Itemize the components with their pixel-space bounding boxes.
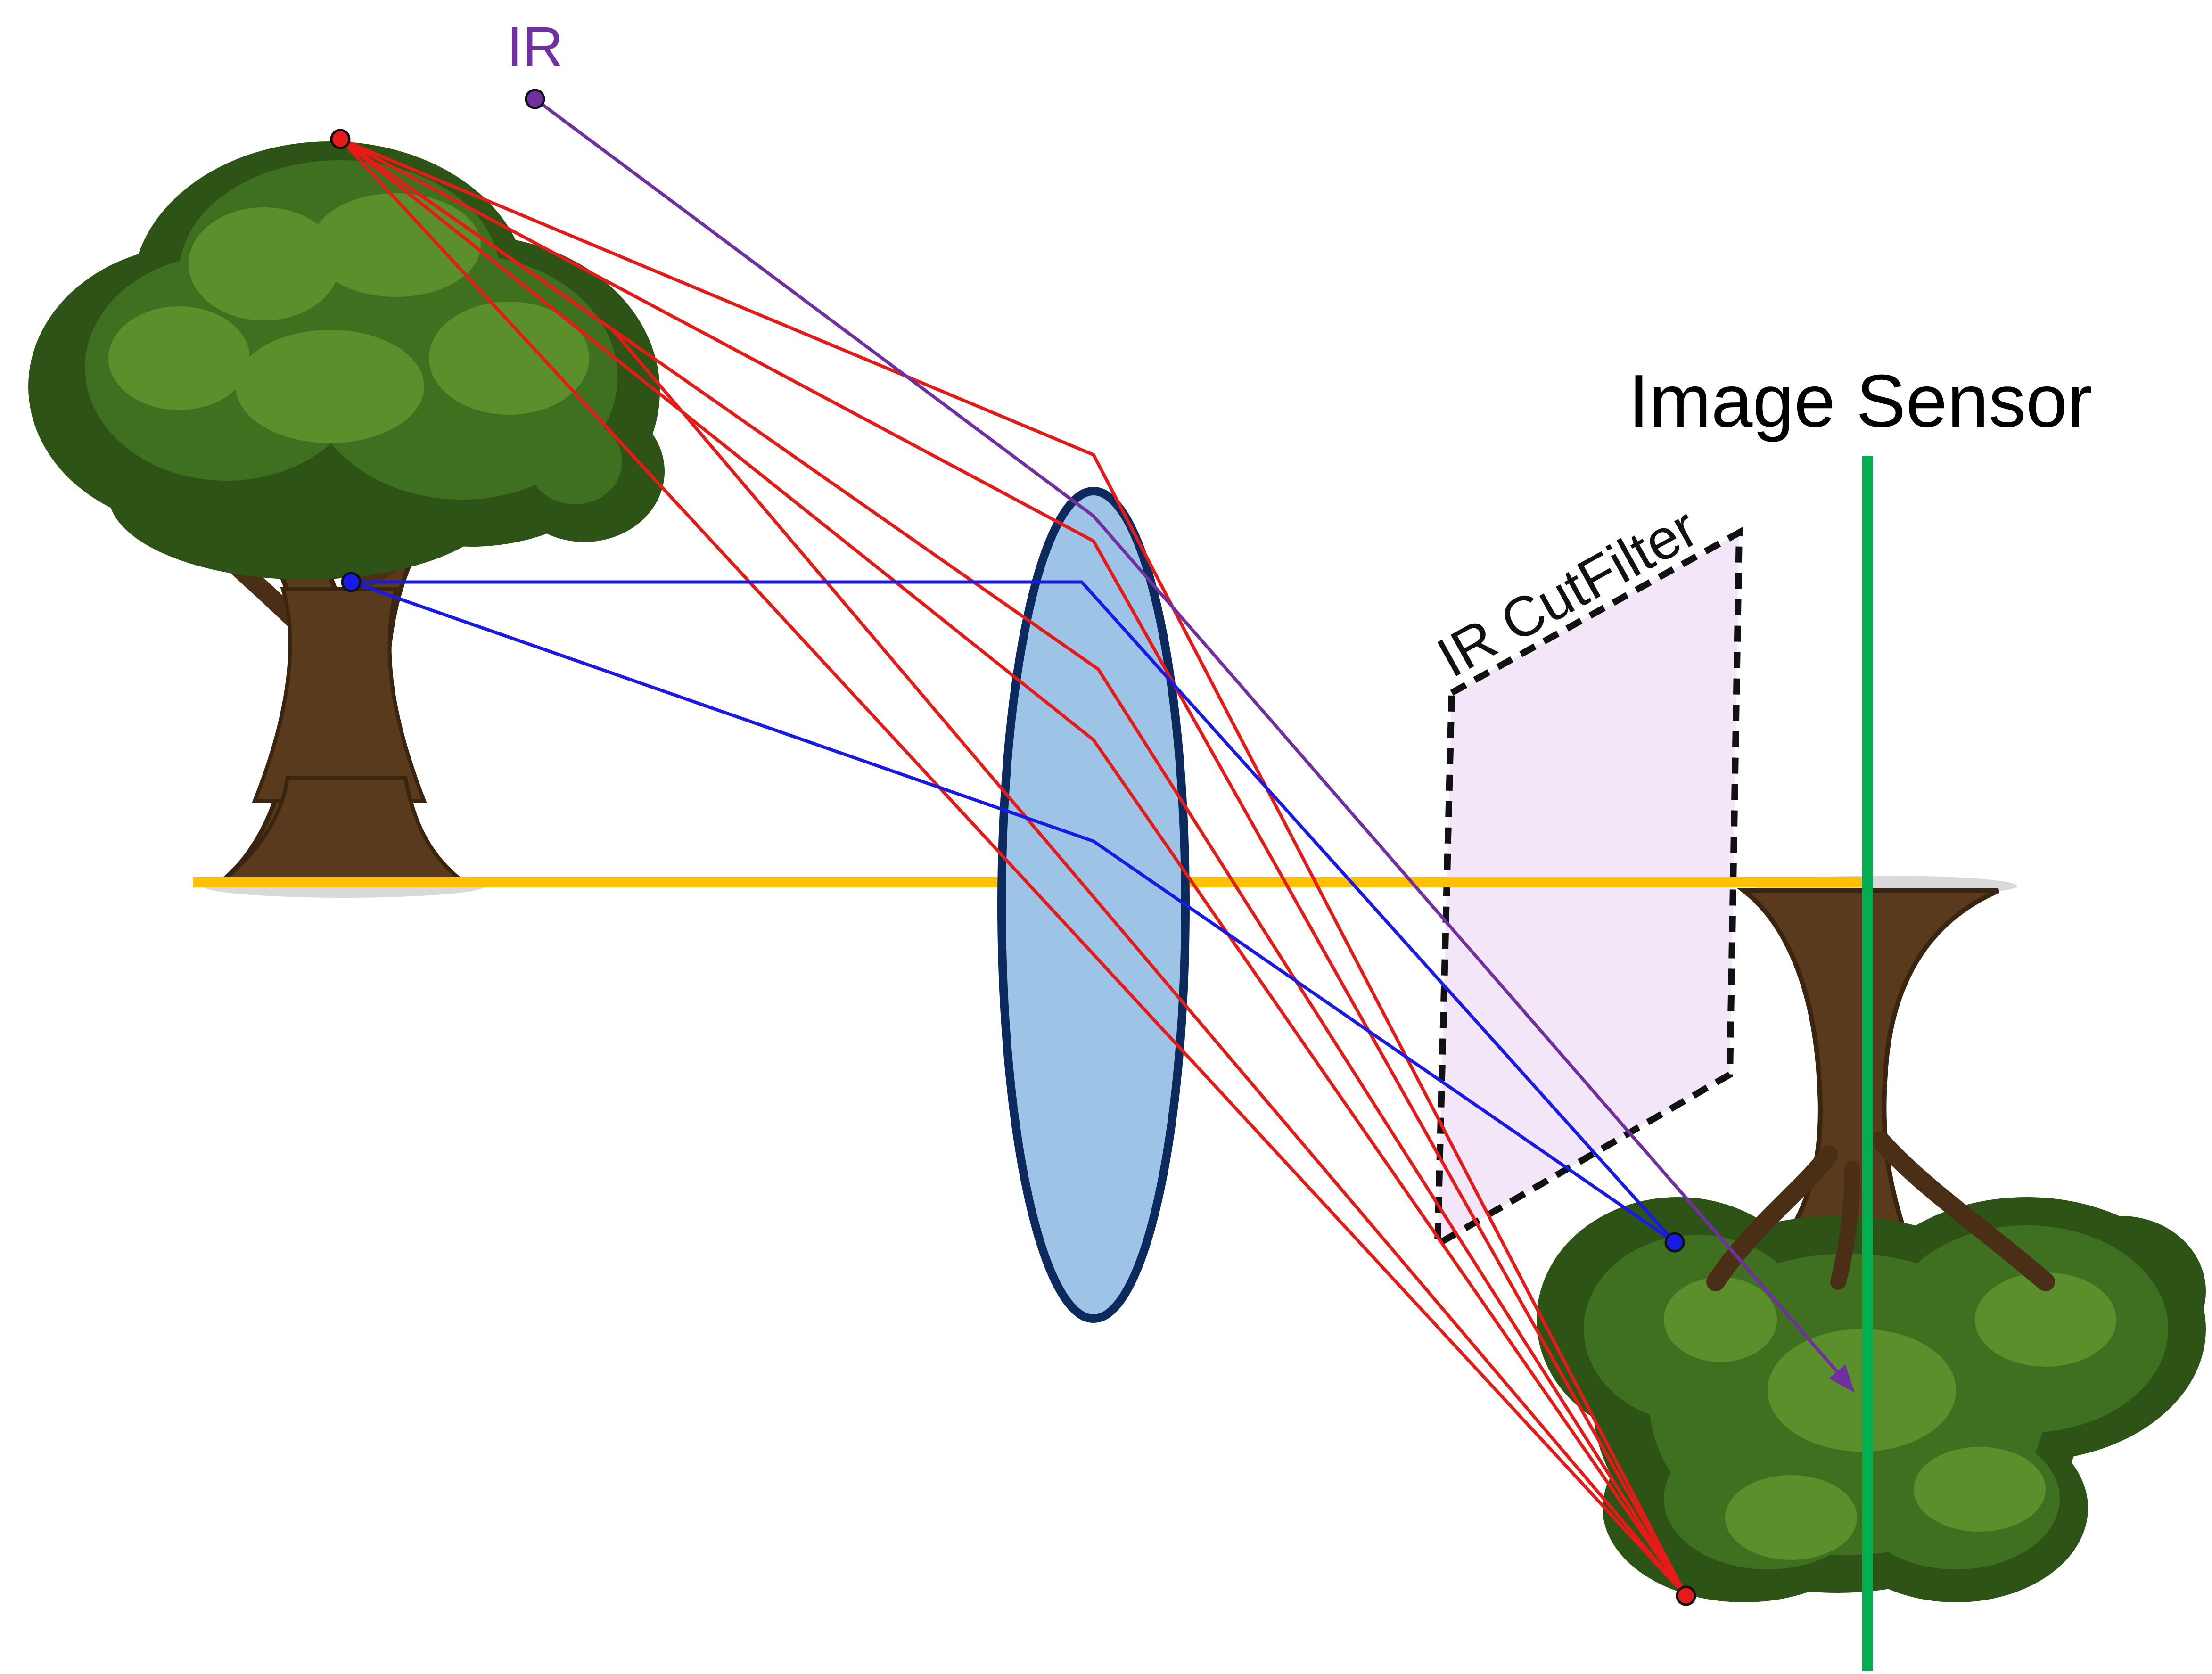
red-ray <box>339 137 1688 1597</box>
blue-ray <box>350 580 1676 1244</box>
image-tree-foliage <box>1537 1197 2206 1602</box>
ir-source-point <box>525 89 545 109</box>
red-ray <box>339 138 1687 1597</box>
image-mid-point <box>1664 1232 1685 1253</box>
object-tree <box>28 141 665 898</box>
ir-cut-filter: IR CutFilter <box>1427 495 1743 1250</box>
ir-ray-line <box>534 98 1844 1380</box>
ir-label: IR <box>507 15 563 78</box>
object-tree-foliage <box>28 141 665 580</box>
red-ray <box>339 138 1687 1597</box>
ir-ray <box>534 98 1855 1393</box>
ir-ray-arrowhead-icon <box>1829 1364 1855 1393</box>
red-ray <box>339 138 1687 1597</box>
image-top-point <box>1676 1585 1696 1606</box>
object-top-point <box>330 129 351 149</box>
image-sensor-label: Image Sensor <box>1628 360 2092 443</box>
blue-ray <box>351 580 1676 1244</box>
convex-lens <box>997 487 1190 1323</box>
object-mid-point <box>341 572 362 592</box>
red-rays <box>339 137 1688 1597</box>
blue-rays <box>350 580 1676 1244</box>
red-ray <box>339 137 1688 1597</box>
ir-cut-filter-panel <box>1434 526 1743 1250</box>
image-tree <box>1537 876 2206 1602</box>
